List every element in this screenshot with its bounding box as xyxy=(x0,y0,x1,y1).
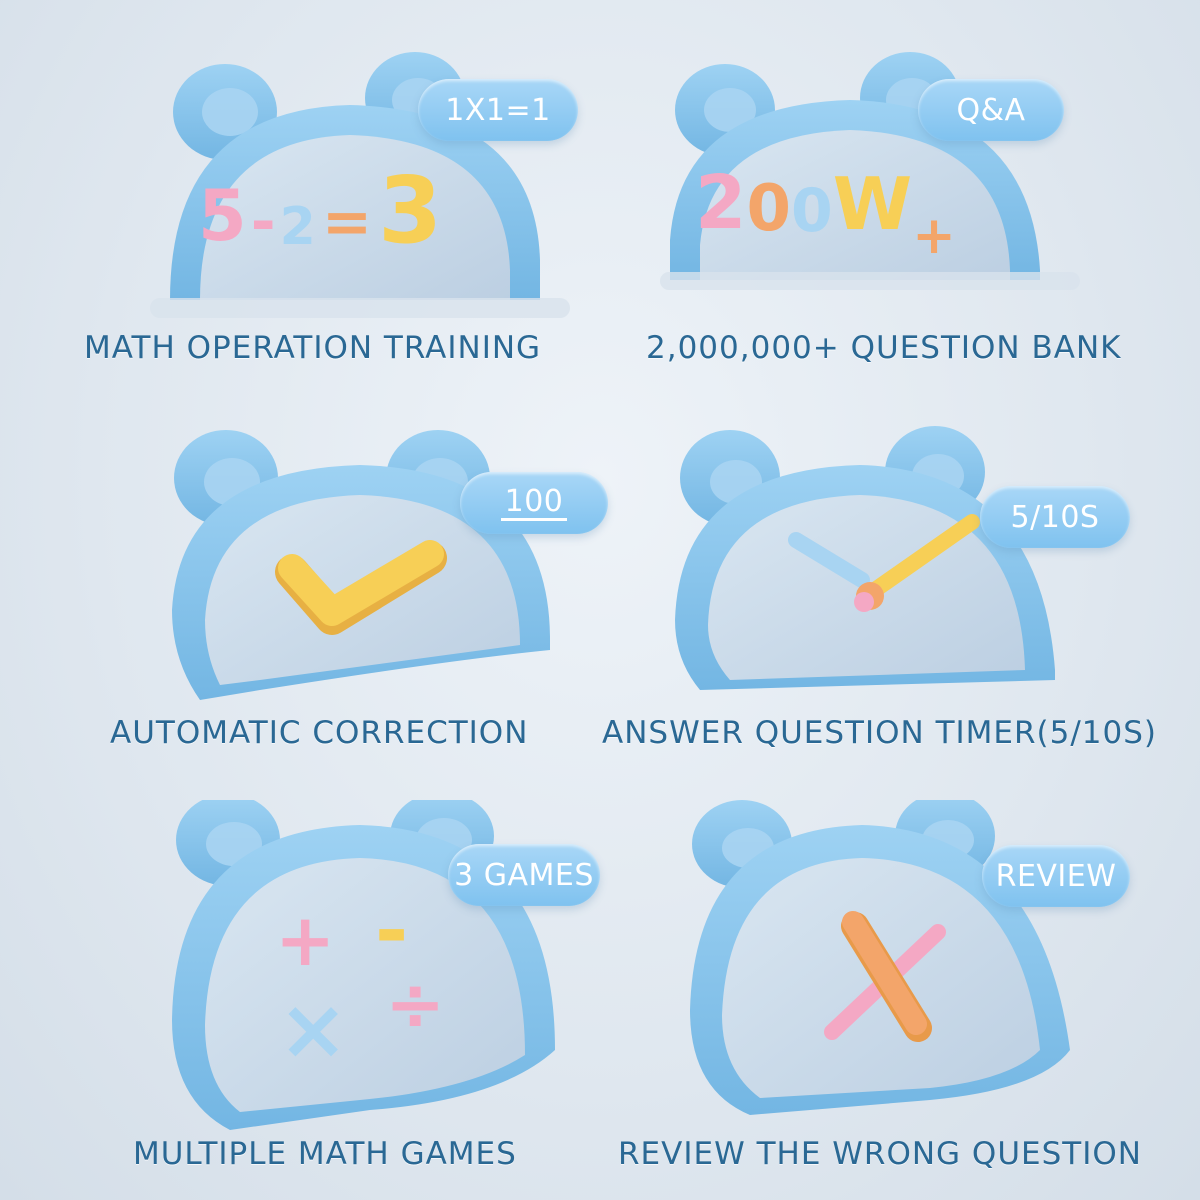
bear-clock-illustration xyxy=(172,800,555,1130)
bear-clock-illustration xyxy=(150,52,570,318)
clock-hands-icon xyxy=(788,514,980,612)
bear-clock-illustration xyxy=(660,52,1080,290)
minus-symbol: - xyxy=(375,884,409,977)
equation-digit: 2 xyxy=(279,197,316,257)
bank-letter: W xyxy=(832,162,913,246)
feature-caption: 2,000,000+ QUESTION BANK xyxy=(646,330,1122,366)
badge-label: 1X1=1 xyxy=(418,79,578,141)
equation-digit: 5 xyxy=(198,175,247,257)
times-symbol: × xyxy=(278,980,349,1078)
plus-symbol: + xyxy=(275,898,336,982)
score-value: 100 xyxy=(500,485,568,521)
question-bank-display: 2 0 0 W + xyxy=(695,160,956,266)
bank-plus: + xyxy=(912,206,956,266)
feature-caption: AUTOMATIC CORRECTION xyxy=(110,715,529,751)
feature-card-auto-correction: 100 AUTOMATIC CORRECTION xyxy=(0,400,608,800)
feature-caption: MULTIPLE MATH GAMES xyxy=(133,1136,517,1172)
bank-digit: 0 xyxy=(791,176,833,246)
feature-card-question-bank: 2 0 0 W + Q&A 2,000,000+ QUESTION BANK xyxy=(600,0,1200,400)
cross-icon xyxy=(824,911,946,1042)
equation-operator: = xyxy=(321,187,373,257)
equation-digit: 3 xyxy=(378,157,443,264)
feature-caption: REVIEW THE WRONG QUESTION xyxy=(618,1136,1142,1172)
equation-operator: - xyxy=(250,187,276,257)
divide-symbol: ÷ xyxy=(385,962,446,1046)
score-badge: 100 xyxy=(460,472,608,534)
equation-display: 5 - 2 = 3 xyxy=(198,157,443,264)
feature-card-math-operation: 5 - 2 = 3 1X1=1 MATH OPERATION TRAINING xyxy=(0,0,600,400)
badge-label: 5/10S xyxy=(980,486,1130,548)
badge-label: 3 GAMES xyxy=(448,844,600,906)
feature-caption: MATH OPERATION TRAINING xyxy=(84,330,542,366)
feature-caption: ANSWER QUESTION TIMER(5/10S) xyxy=(602,715,1158,751)
feature-card-timer: 5/10S ANSWER QUESTION TIMER(5/10S) xyxy=(600,400,1200,800)
badge-label: REVIEW xyxy=(982,845,1130,907)
badge-label: Q&A xyxy=(918,79,1064,141)
bank-digit: 2 xyxy=(695,160,747,246)
feature-card-math-games: + - × ÷ 3 GAMES MULTIPLE MATH GAMES xyxy=(0,800,600,1200)
bank-digit: 0 xyxy=(746,172,792,246)
feature-card-review: REVIEW REVIEW THE WRONG QUESTION xyxy=(600,800,1200,1200)
checkmark-icon xyxy=(275,540,447,635)
